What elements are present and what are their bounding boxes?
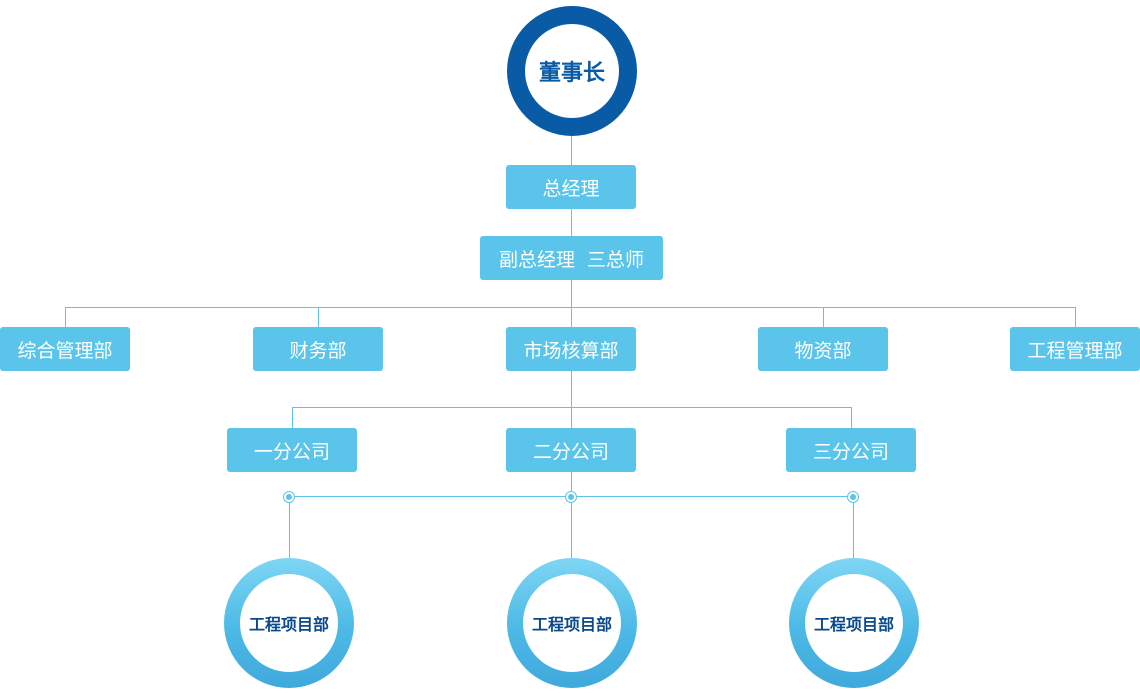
connector-gm-deputy — [571, 209, 572, 236]
branch-node: 三分公司 — [786, 428, 916, 472]
connector-branch2-projects — [571, 472, 572, 491]
department-bus-line — [65, 307, 1076, 308]
chairman-label: 董事长 — [525, 24, 619, 118]
connector-dept-4 — [823, 307, 824, 327]
department-node: 财务部 — [253, 327, 383, 371]
general-manager-node: 总经理 — [506, 165, 636, 209]
junction-dot-3 — [847, 491, 859, 503]
connector-dept-2 — [318, 307, 319, 327]
project-node: 工程项目部 — [224, 558, 354, 688]
department-node: 综合管理部 — [0, 327, 130, 371]
department-node: 市场核算部 — [506, 327, 636, 371]
connector-dept-3 — [571, 307, 572, 327]
connector-dept-1 — [65, 307, 66, 327]
branch-node: 二分公司 — [506, 428, 636, 472]
project-node: 工程项目部 — [789, 558, 919, 688]
project-label: 工程项目部 — [523, 574, 621, 672]
connector-market-branches — [571, 371, 572, 428]
project-label: 工程项目部 — [805, 574, 903, 672]
branch-node: 一分公司 — [227, 428, 357, 472]
junction-dot-1 — [283, 491, 295, 503]
project-node: 工程项目部 — [507, 558, 637, 688]
project-label: 工程项目部 — [240, 574, 338, 672]
connector-chairman-gm — [571, 136, 572, 165]
connector-project-1 — [289, 502, 290, 558]
connector-branch-1 — [292, 407, 293, 428]
connector-deputy-departments — [571, 280, 572, 307]
department-node: 工程管理部 — [1010, 327, 1140, 371]
connector-branch-3 — [851, 407, 852, 428]
connector-dept-5 — [1075, 307, 1076, 327]
chairman-node: 董事长 — [507, 6, 637, 136]
deputy-node: 副总经理 三总师 — [480, 236, 663, 280]
department-node: 物资部 — [758, 327, 888, 371]
junction-dot-2 — [565, 491, 577, 503]
connector-project-3 — [853, 502, 854, 558]
branch-bus-line — [292, 407, 852, 408]
connector-project-2 — [571, 502, 572, 558]
